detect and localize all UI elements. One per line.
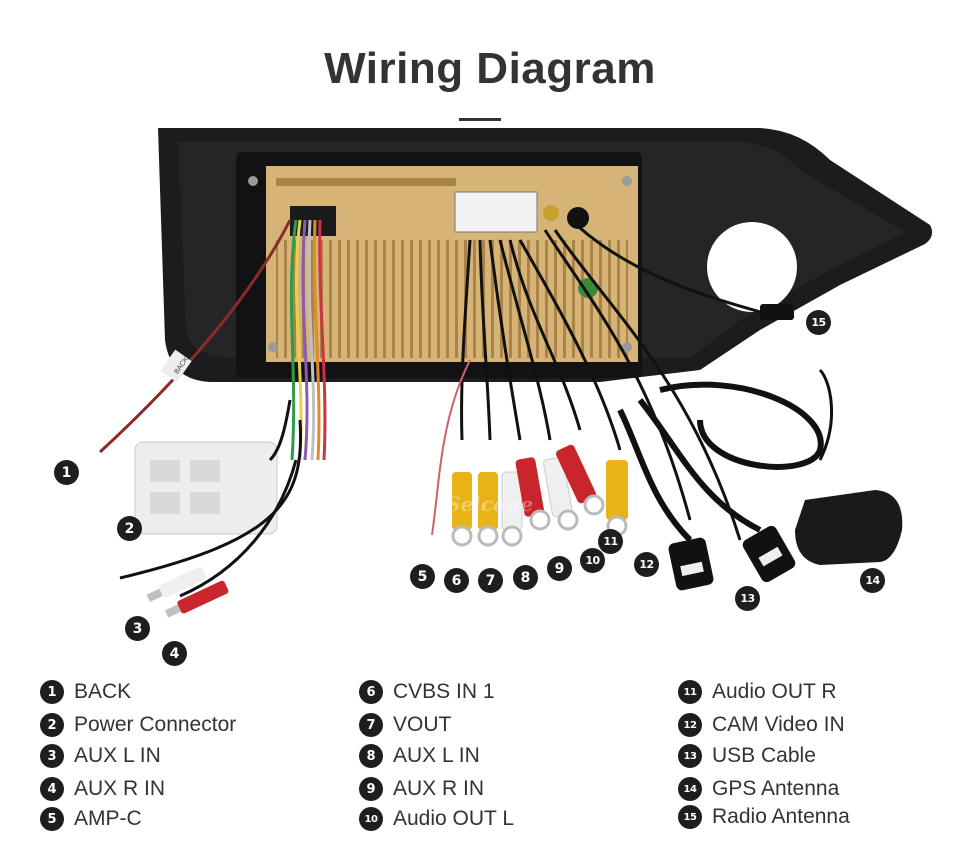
legend-label: GPS Antenna <box>712 777 840 800</box>
usb-cables <box>617 381 824 543</box>
legend-label: CAM Video IN <box>712 713 845 736</box>
legend-item-6: 6 CVBS IN 1 <box>359 678 495 706</box>
marker-6: 6 <box>444 568 469 593</box>
legend-number: 9 <box>359 777 383 801</box>
title-underline <box>459 118 501 121</box>
legend-label: AUX R IN <box>74 777 166 800</box>
page-title: Wiring Diagram <box>324 44 656 93</box>
watermark: Seicane <box>446 492 534 516</box>
legend-item-15: 15 Radio Antenna <box>678 803 850 831</box>
radio-antenna-plug <box>760 304 794 320</box>
legend-item-3: 3 AUX L IN <box>40 742 161 770</box>
legend-item-9: 9 AUX R IN <box>359 775 484 803</box>
marker-14: 14 <box>860 568 885 593</box>
legend-item-8: 8 AUX L IN <box>359 742 480 770</box>
rca-connectors <box>451 444 628 547</box>
marker-3: 3 <box>125 616 150 641</box>
marker-12: 12 <box>634 552 659 577</box>
marker-10: 10 <box>580 548 605 573</box>
marker-1: 1 <box>54 460 79 485</box>
radio-antenna-hole <box>707 222 797 312</box>
legend-number: 5 <box>40 807 64 831</box>
power-connector <box>134 441 278 535</box>
legend-number: 2 <box>40 713 64 737</box>
gps-antenna <box>795 490 903 565</box>
legend-item-1: 1 BACK <box>40 678 131 706</box>
legend-label: AMP-C <box>74 807 142 830</box>
legend-item-14: 14 GPS Antenna <box>678 775 839 803</box>
legend-number: 10 <box>359 807 383 831</box>
legend-number: 13 <box>678 744 702 768</box>
marker-9: 9 <box>547 556 572 581</box>
legend-label: Radio Antenna <box>712 805 850 828</box>
legend-item-11: 11 Audio OUT R <box>678 678 837 706</box>
legend-label: Audio OUT R <box>712 680 837 703</box>
marker-4: 4 <box>162 641 187 666</box>
legend-item-13: 13 USB Cable <box>678 742 816 770</box>
legend-label: AUX L IN <box>393 744 480 767</box>
legend-label: Audio OUT L <box>393 807 515 830</box>
legend-number: 8 <box>359 744 383 768</box>
marker-2: 2 <box>117 516 142 541</box>
legend: 1 BACK 2 Power Connector 3 AUX L IN 4 AUX R … <box>0 678 980 848</box>
legend-item-12: 12 CAM Video IN <box>678 711 845 739</box>
wiring-diagram-illustration: BACK <box>0 120 980 680</box>
legend-item-2: 2 Power Connector <box>40 711 236 739</box>
legend-label: AUX L IN <box>74 744 161 767</box>
legend-label: Power Connector <box>74 713 237 736</box>
legend-number: 15 <box>678 805 702 829</box>
legend-label: VOUT <box>393 713 452 736</box>
marker-7: 7 <box>478 568 503 593</box>
legend-number: 1 <box>40 680 64 704</box>
legend-label: USB Cable <box>712 744 816 767</box>
legend-label: AUX R IN <box>393 777 485 800</box>
marker-5: 5 <box>410 564 435 589</box>
legend-label: CVBS IN 1 <box>393 680 495 703</box>
legend-number: 3 <box>40 744 64 768</box>
back-wire-tag <box>160 349 192 383</box>
legend-item-5: 5 AMP-C <box>40 805 142 833</box>
marker-11: 11 <box>598 529 623 554</box>
head-unit-illustration: BACK <box>98 128 933 618</box>
legend-number: 11 <box>678 680 702 704</box>
legend-number: 12 <box>678 713 702 737</box>
marker-8: 8 <box>513 565 538 590</box>
legend-item-7: 7 VOUT <box>359 711 451 739</box>
legend-number: 14 <box>678 777 702 801</box>
marker-13: 13 <box>735 586 760 611</box>
legend-number: 6 <box>359 680 383 704</box>
marker-15: 15 <box>806 310 831 335</box>
legend-item-4: 4 AUX R IN <box>40 775 165 803</box>
main-port <box>454 191 538 233</box>
legend-item-10: 10 Audio OUT L <box>359 805 514 833</box>
legend-number: 4 <box>40 777 64 801</box>
legend-label: BACK <box>74 680 132 703</box>
aux-rca-left <box>146 566 229 618</box>
legend-number: 7 <box>359 713 383 737</box>
